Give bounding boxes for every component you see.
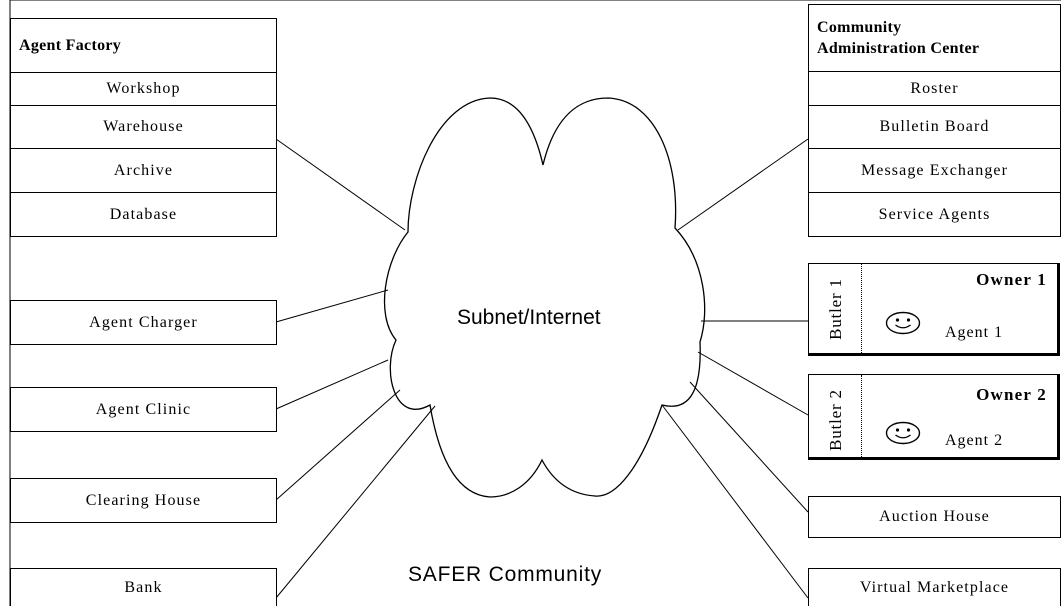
link-owner-2 — [697, 351, 809, 416]
butler-divider — [861, 264, 862, 353]
smiley-icon — [885, 311, 921, 335]
workshop-label: Workshop — [106, 80, 181, 97]
link-virtual-marketplace — [661, 404, 809, 599]
database-box: Database — [10, 192, 277, 237]
agent-factory-title: Agent Factory — [19, 36, 122, 54]
message-exchanger-label: Message Exchanger — [860, 161, 1009, 179]
link-agent-clinic — [275, 359, 389, 410]
bulletin-board-box: Bulletin Board — [808, 105, 1061, 149]
service-agents-box: Service Agents — [808, 192, 1061, 237]
link-agent-charger — [275, 289, 389, 323]
link-bulletin-board — [677, 138, 809, 231]
database-label: Database — [109, 205, 178, 223]
owner-2-box: Butler 2 Owner 2 Agent 2 — [808, 374, 1060, 460]
service-agents-label: Service Agents — [878, 205, 991, 223]
virtual-marketplace-box: Virtual Marketplace — [808, 568, 1061, 606]
clearing-house-label: Clearing House — [85, 491, 202, 509]
smiley-icon — [885, 421, 921, 445]
clearing-house-box: Clearing House — [10, 478, 277, 523]
owner-2-label: Owner 2 — [976, 385, 1047, 404]
warehouse-box: Warehouse — [10, 105, 277, 149]
link-bank — [275, 405, 436, 599]
cloud-label: Subnet/Internet — [457, 306, 601, 329]
auction-house-box: Auction House — [808, 496, 1061, 538]
agent-2-label: Agent 2 — [945, 432, 1004, 449]
butler-2-label: Butler 2 — [826, 389, 845, 451]
roster-label: Roster — [910, 79, 959, 97]
virtual-marketplace-label: Virtual Marketplace — [859, 579, 1010, 596]
agent-clinic-box: Agent Clinic — [10, 387, 277, 432]
agent-factory-header: Agent Factory — [10, 18, 277, 73]
owner-1-box: Butler 1 Owner 1 Agent 1 — [808, 263, 1060, 356]
community-admin-title-line1: Community — [817, 19, 902, 36]
auction-house-label: Auction House — [879, 508, 990, 525]
bank-box: Bank — [10, 568, 277, 606]
agent-clinic-label: Agent Clinic — [95, 400, 192, 418]
workshop-box: Workshop — [10, 72, 277, 106]
internet-cloud — [383, 97, 706, 498]
link-warehouse — [275, 138, 406, 231]
roster-box: Roster — [808, 71, 1061, 106]
archive-label: Archive — [113, 161, 174, 179]
butler-1-label: Butler 1 — [826, 278, 845, 340]
archive-box: Archive — [10, 148, 277, 193]
community-label: SAFER Community — [408, 563, 603, 586]
community-admin-title-line2: Administration Center — [817, 40, 980, 57]
warehouse-label: Warehouse — [103, 118, 184, 135]
community-admin-header: Community Administration Center — [808, 4, 1061, 72]
owner-1-label: Owner 1 — [976, 270, 1047, 289]
link-clearing-house — [275, 389, 401, 501]
agent-charger-box: Agent Charger — [10, 300, 277, 345]
agent-1-label: Agent 1 — [945, 324, 1004, 341]
bulletin-board-label: Bulletin Board — [879, 118, 990, 135]
bank-label: Bank — [124, 579, 163, 596]
message-exchanger-box: Message Exchanger — [808, 148, 1061, 193]
agent-charger-label: Agent Charger — [89, 313, 198, 331]
link-auction-house — [689, 381, 809, 513]
butler-divider — [861, 375, 862, 457]
